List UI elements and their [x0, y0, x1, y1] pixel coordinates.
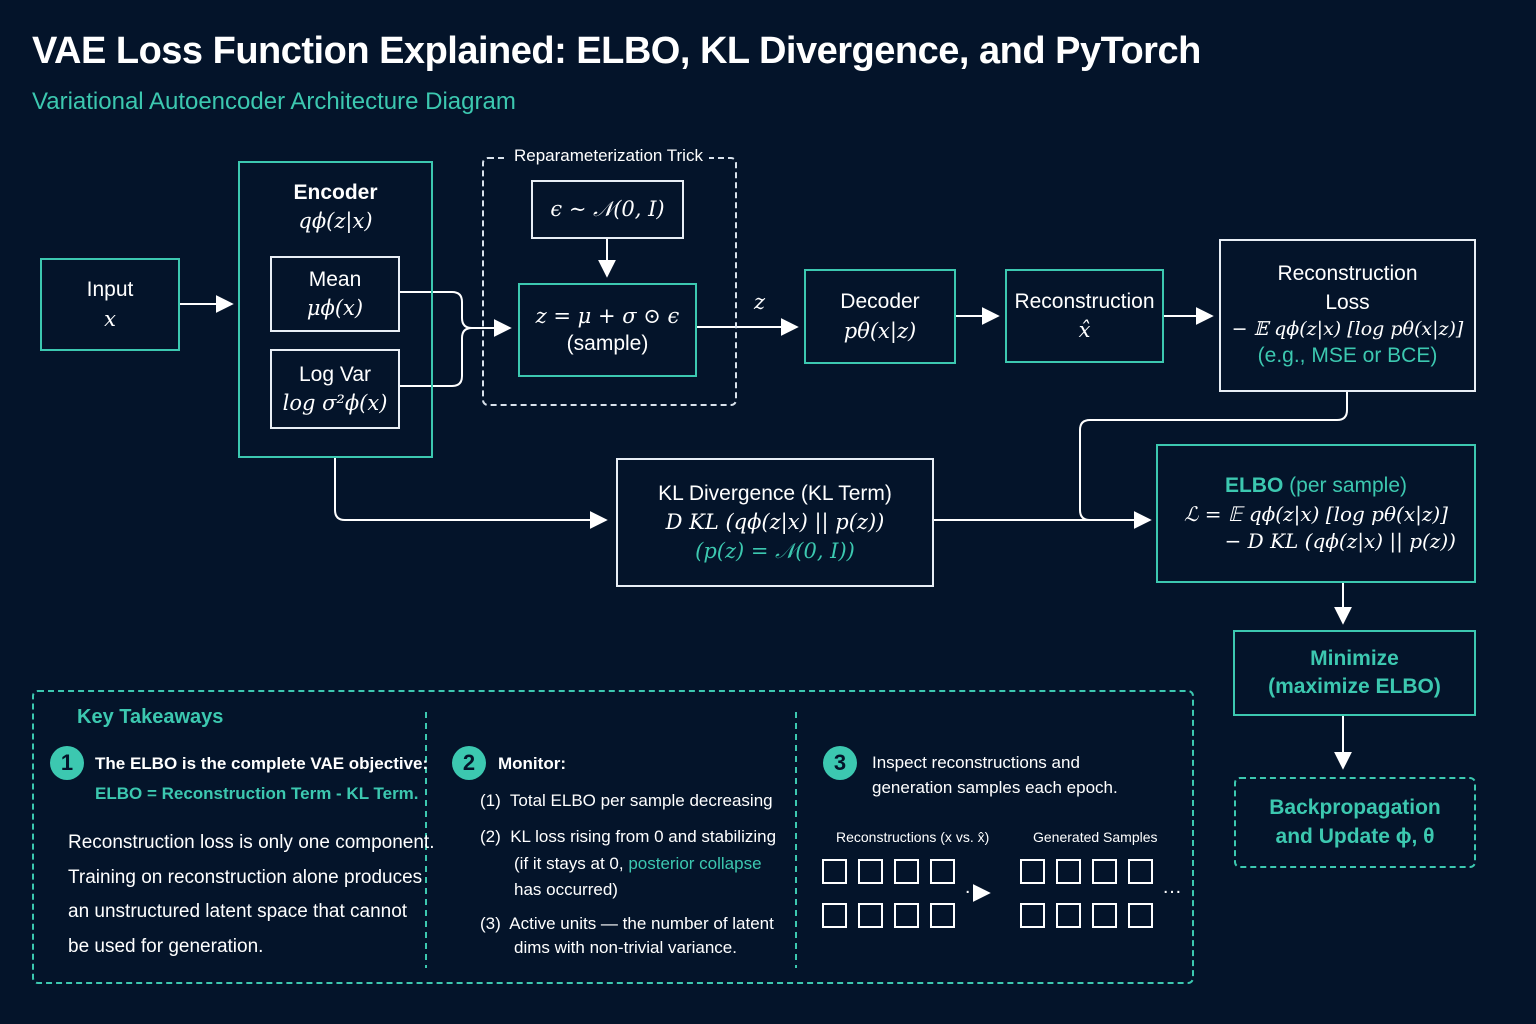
reconstruction-label: Reconstruction: [1014, 289, 1155, 313]
takeaway-1-body: Reconstruction loss is only one componen…: [68, 826, 434, 964]
reconstruction-box: Reconstruction x̂: [1005, 269, 1164, 363]
posterior-collapse-term: posterior collapse: [628, 854, 762, 873]
recon-sample-tile: [822, 903, 847, 928]
z-sample-box: z = μ + σ ⊙ ϵ (sample): [518, 283, 697, 377]
takeaway-2-item2b-pre: (if it stays at 0,: [514, 854, 629, 873]
elbo-label: ELBO: [1224, 474, 1284, 498]
recon-loss-line2: Loss: [1325, 290, 1370, 314]
decoder-box: Decoder pθ(x|z): [804, 269, 956, 364]
generated-sample-tile: [1092, 903, 1117, 928]
input-math: x: [104, 306, 116, 331]
generated-ellipsis: …: [1162, 876, 1182, 898]
reconstruction-math: x̂: [1078, 318, 1091, 342]
kl-math: D KL (qϕ(z|x) || p(z)): [665, 510, 885, 535]
takeaway-2-item3b: dims with non-trivial variance.: [514, 938, 737, 957]
takeaway-2-item3a: (3) Active units — the number of latent: [480, 914, 774, 933]
kl-note: (p(z) = 𝒩(0, I)): [695, 538, 855, 563]
mean-math: μϕ(x): [306, 296, 364, 320]
input-label: Input: [86, 278, 134, 302]
encoder-math: qϕ(z|x): [298, 209, 373, 234]
generated-samples-label: Generated Samples: [1033, 829, 1158, 845]
page-title: VAE Loss Function Explained: ELBO, KL Di…: [32, 30, 1201, 72]
generated-sample-tile: [1128, 859, 1153, 884]
z-note: (sample): [566, 332, 649, 355]
recon-loss-box: Reconstruction Loss − 𝔼 qϕ(z|x) [log pθ(…: [1219, 239, 1476, 392]
elbo-box: ELBO (per sample) ℒ = 𝔼 qϕ(z|x) [log pθ(…: [1156, 444, 1476, 583]
arrow-encoder-kl: [334, 458, 608, 529]
recon-sample-tile: [894, 859, 919, 884]
backprop-line2: and Update ϕ, θ: [1275, 824, 1435, 848]
recon-sample-tile: [858, 903, 883, 928]
reparam-label: Reparameterization Trick: [508, 146, 709, 166]
takeaway-1-body-line: Reconstruction loss is only one componen…: [68, 832, 435, 853]
takeaway-2-item2a: (2) KL loss rising from 0 and stabilizin…: [480, 827, 777, 846]
takeaway-1-formula: ELBO = Reconstruction Term - KL Term.: [95, 784, 419, 803]
takeaway-1-number: 1: [50, 746, 84, 780]
takeaway-3-number: 3: [823, 746, 857, 780]
takeaway-1-body-line: an unstructured latent space that cannot: [68, 901, 408, 922]
backprop-line1: Backpropagation: [1269, 796, 1441, 820]
recon-loss-line1: Reconstruction: [1277, 262, 1418, 286]
recon-sample-tile: [858, 859, 883, 884]
recon-loss-note: (e.g., MSE or BCE): [1257, 344, 1438, 368]
generated-sample-tile: [1020, 859, 1045, 884]
reconstructions-label: Reconstructions (x vs. x̂): [836, 829, 990, 845]
page-subtitle: Variational Autoencoder Architecture Dia…: [32, 88, 516, 115]
kl-label: KL Divergence (KL Term): [658, 481, 892, 505]
input-box: Input x: [40, 258, 180, 351]
logvar-math: log σ²ϕ(x): [282, 391, 388, 415]
elbo-line2: − D KL (qϕ(z|x) || p(z)): [1224, 528, 1456, 553]
generated-sample-tile: [1020, 903, 1045, 928]
epsilon-math: ϵ ∼ 𝒩(0, I): [550, 197, 665, 222]
z-formula: z = μ + σ ⊙ ϵ: [535, 303, 680, 328]
decoder-math: pθ(x|z): [843, 318, 917, 343]
epsilon-box: ϵ ∼ 𝒩(0, I): [531, 180, 684, 239]
generated-sample-tile: [1092, 859, 1117, 884]
minimize-line1: Minimize: [1310, 646, 1399, 670]
takeaway-3-head1: Inspect reconstructions and: [872, 753, 1080, 772]
logvar-box: Log Var log σ²ϕ(x): [270, 349, 400, 429]
takeaway-2-number: 2: [452, 746, 486, 780]
encoder-box: Encoder qϕ(z|x): [238, 161, 433, 458]
takeaway-1-body-line: be used for generation.: [68, 935, 264, 957]
recon-ellipsis: …: [964, 876, 984, 898]
key-takeaways-title: Key Takeaways: [77, 706, 224, 728]
key-takeaways-panel: [32, 690, 1194, 984]
generated-sample-tile: [1056, 859, 1081, 884]
encoder-label: Encoder: [293, 181, 378, 204]
takeaway-2-item2c: has occurred): [514, 880, 618, 899]
takeaway-3-head2: generation samples each epoch.: [872, 778, 1118, 797]
takeaway-1-head: The ELBO is the complete VAE objective:: [95, 754, 429, 773]
logvar-label: Log Var: [299, 362, 371, 386]
takeaway-1-body-line: Training on reconstruction alone produce…: [68, 866, 423, 888]
takeaway-2-head: Monitor:: [498, 754, 566, 773]
backprop-box: Backpropagation and Update ϕ, θ: [1234, 777, 1476, 868]
decoder-label: Decoder: [840, 290, 920, 314]
kl-box: KL Divergence (KL Term) D KL (qϕ(z|x) ||…: [616, 458, 934, 587]
elbo-title: ELBO (per sample): [1225, 472, 1407, 500]
elbo-label-suffix: (per sample): [1289, 474, 1408, 498]
recon-loss-math: − 𝔼 qϕ(z|x) [log pθ(x|z)]: [1231, 317, 1464, 340]
generated-sample-tile: [1056, 903, 1081, 928]
z-arrow-label: z: [754, 290, 766, 314]
recon-sample-tile: [930, 903, 955, 928]
mean-label: Mean: [308, 267, 362, 291]
minimize-line2: (maximize ELBO): [1268, 675, 1441, 698]
takeaway-2-item1: (1) Total ELBO per sample decreasing: [480, 791, 773, 810]
generated-sample-tile: [1128, 903, 1153, 928]
recon-sample-tile: [822, 859, 847, 884]
minimize-box: Minimize (maximize ELBO): [1233, 630, 1476, 716]
mean-box: Mean μϕ(x): [270, 256, 400, 332]
elbo-line1: ℒ = 𝔼 qϕ(z|x) [log pθ(x|z)]: [1184, 501, 1448, 526]
takeaway-2-item2b: (if it stays at 0, posterior collapse: [514, 852, 762, 876]
recon-sample-tile: [894, 903, 919, 928]
recon-sample-tile: [930, 859, 955, 884]
